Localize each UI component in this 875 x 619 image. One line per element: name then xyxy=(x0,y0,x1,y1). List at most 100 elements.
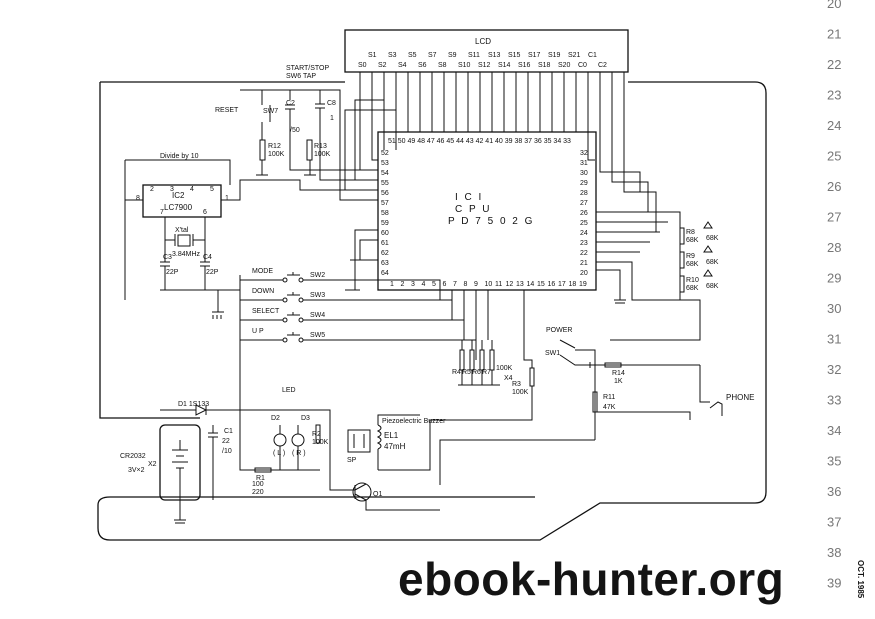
resistor-label: R10 xyxy=(686,277,699,284)
svg-text:/10: /10 xyxy=(222,448,232,455)
cpu-pin-label: 24 xyxy=(580,230,588,237)
date-stamp: OCT. 1985 xyxy=(856,560,865,599)
resistor-label: R9 xyxy=(686,253,695,260)
lcd-pin-label: S6 xyxy=(418,62,427,69)
margin-number: 32 xyxy=(827,362,841,377)
svg-text:SW6 TAP: SW6 TAP xyxy=(286,73,316,80)
svg-text:R6: R6 xyxy=(472,369,481,376)
svg-text:C3: C3 xyxy=(163,254,172,261)
resistor-value-alt: 68K xyxy=(706,259,719,266)
cpu-pin-label: 19 xyxy=(579,281,587,288)
cpu-pin-label: 58 xyxy=(381,210,389,217)
lcd-pin-label: S21 xyxy=(568,52,581,59)
svg-text:5: 5 xyxy=(210,186,214,193)
cpu-type-label: C P U xyxy=(455,204,492,215)
lcd-pin-label: S1 xyxy=(368,52,377,59)
switch-name: MODE xyxy=(252,268,273,275)
svg-text:22P: 22P xyxy=(206,269,219,276)
lcd-pin-label: S13 xyxy=(488,52,501,59)
svg-text:8: 8 xyxy=(136,195,140,202)
margin-number: 34 xyxy=(827,423,841,438)
cpu-pin-label: 16 xyxy=(548,281,556,288)
cpu-pin-label: 18 xyxy=(569,281,577,288)
resistor-value: 68K xyxy=(686,261,699,268)
switch-id: SW5 xyxy=(310,332,325,339)
cpu-pin-label: 32 xyxy=(580,150,588,157)
cpu-ic-label: I C I xyxy=(455,192,483,203)
cpu-pin-label: 9 xyxy=(474,281,478,288)
svg-text:( R ): ( R ) xyxy=(292,450,306,457)
margin-number: 39 xyxy=(827,576,841,591)
cpu-ic1: 51 50 49 48 47 46 45 44 43 42 41 40 39 3… xyxy=(377,131,597,291)
svg-text:R4: R4 xyxy=(452,369,461,376)
resistor-label: R8 xyxy=(686,229,695,236)
svg-text:22: 22 xyxy=(222,438,230,445)
svg-text:C4: C4 xyxy=(203,254,212,261)
ic2-divide-label: Divide by 10 xyxy=(160,153,199,160)
svg-text:1K: 1K xyxy=(614,378,623,385)
margin-number: 28 xyxy=(827,240,841,255)
cpu-pin-label: 2 xyxy=(401,281,405,288)
cpu-pin-label: 15 xyxy=(537,281,545,288)
svg-text:/50: /50 xyxy=(290,127,300,134)
svg-text:LED: LED xyxy=(282,387,296,394)
resistor-value-alt: 68K xyxy=(706,235,719,242)
cpu-pin-label: 4 xyxy=(422,281,426,288)
margin-number: 27 xyxy=(827,210,841,225)
resistor-value: 68K xyxy=(686,237,699,244)
lcd-pin-label: S12 xyxy=(478,62,491,69)
svg-text:1: 1 xyxy=(330,115,334,122)
xtal-freq: 3.84MHz xyxy=(172,251,201,258)
cpu-pin-label: 55 xyxy=(381,180,389,187)
lcd-pin-label: S10 xyxy=(458,62,471,69)
svg-text:R7: R7 xyxy=(482,369,491,376)
lcd-pin-label: S11 xyxy=(468,52,480,59)
lcd-pin-label: S19 xyxy=(548,52,561,59)
margin-number: 22 xyxy=(827,57,841,72)
lcd-pin-label: S9 xyxy=(448,52,457,59)
svg-text:2: 2 xyxy=(150,186,154,193)
cpu-pin-label: 10 xyxy=(485,281,493,288)
cpu-pin-label: 7 xyxy=(453,281,457,288)
lcd-label: LCD xyxy=(475,37,491,46)
svg-text:SW7: SW7 xyxy=(263,108,278,115)
svg-text:C8: C8 xyxy=(327,100,336,107)
cpu-pin-label: 11 xyxy=(495,281,502,288)
margin-number: 35 xyxy=(827,454,841,469)
cpu-part-label: P D 7 5 0 2 G xyxy=(448,216,534,227)
margin-number: 25 xyxy=(827,149,841,164)
margin-number: 21 xyxy=(827,27,841,42)
cpu-pin-label: 61 xyxy=(381,240,389,247)
svg-text:100K: 100K xyxy=(268,151,285,158)
lcd-pin-label: S3 xyxy=(388,52,397,59)
svg-text:100K: 100K xyxy=(314,151,331,158)
cpu-pin-label: 8 xyxy=(464,281,468,288)
cpu-pin-label: 60 xyxy=(381,230,389,237)
margin-number: 23 xyxy=(827,88,841,103)
margin-number: 24 xyxy=(827,118,841,133)
svg-text:R11: R11 xyxy=(603,394,615,401)
cpu-pin-label: 27 xyxy=(580,200,588,207)
cpu-pin-label: 3 xyxy=(411,281,415,288)
lcd-pin-label: S14 xyxy=(498,62,511,69)
svg-text:R13: R13 xyxy=(314,143,327,150)
cpu-pin-label: 20 xyxy=(580,270,588,277)
svg-text:100K: 100K xyxy=(496,365,513,372)
ic2-label: IC2 xyxy=(172,191,185,200)
svg-text:100K: 100K xyxy=(312,439,329,446)
cpu-pin-label: 14 xyxy=(527,281,535,288)
svg-text:6: 6 xyxy=(203,209,207,216)
svg-text:47mH: 47mH xyxy=(384,442,406,451)
svg-text:100: 100 xyxy=(252,481,264,488)
switch-id: SW4 xyxy=(310,312,325,319)
cpu-pin-label: 56 xyxy=(381,190,389,197)
